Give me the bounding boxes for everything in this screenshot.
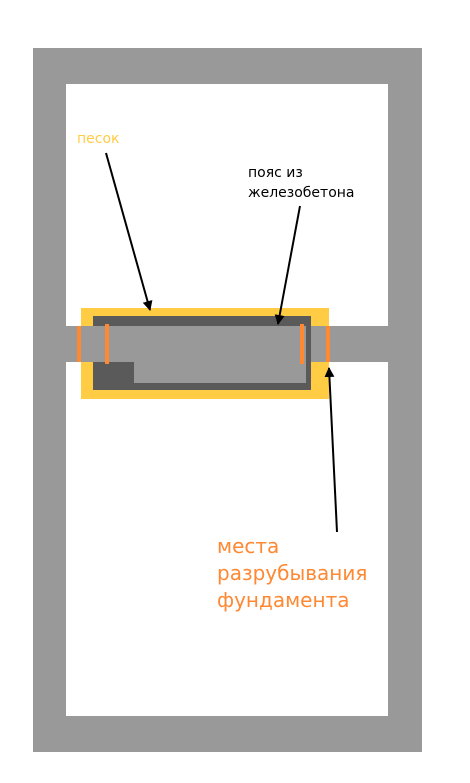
label-belt-line2: железобетона — [248, 185, 355, 201]
outer-wall-frame — [33, 48, 422, 752]
label-cut-line3: фундамента — [217, 588, 349, 612]
belt-inner-core — [93, 326, 306, 383]
label-cut-line2: разрубывания — [217, 561, 367, 585]
arrow-cut-places — [324, 367, 338, 533]
beam-through-sand-right — [311, 326, 388, 362]
cut-mark-right-inner — [300, 324, 304, 364]
cut-mark-left-inner — [105, 324, 109, 364]
arrow-sand — [105, 152, 153, 311]
cut-mark-right-outer — [326, 326, 330, 362]
arrow-belt — [274, 205, 301, 325]
label-belt-line1: пояс из — [248, 165, 303, 181]
label-sand: песок — [77, 131, 120, 147]
label-cut-line1: места — [217, 534, 279, 558]
cut-mark-left-outer — [77, 326, 81, 362]
